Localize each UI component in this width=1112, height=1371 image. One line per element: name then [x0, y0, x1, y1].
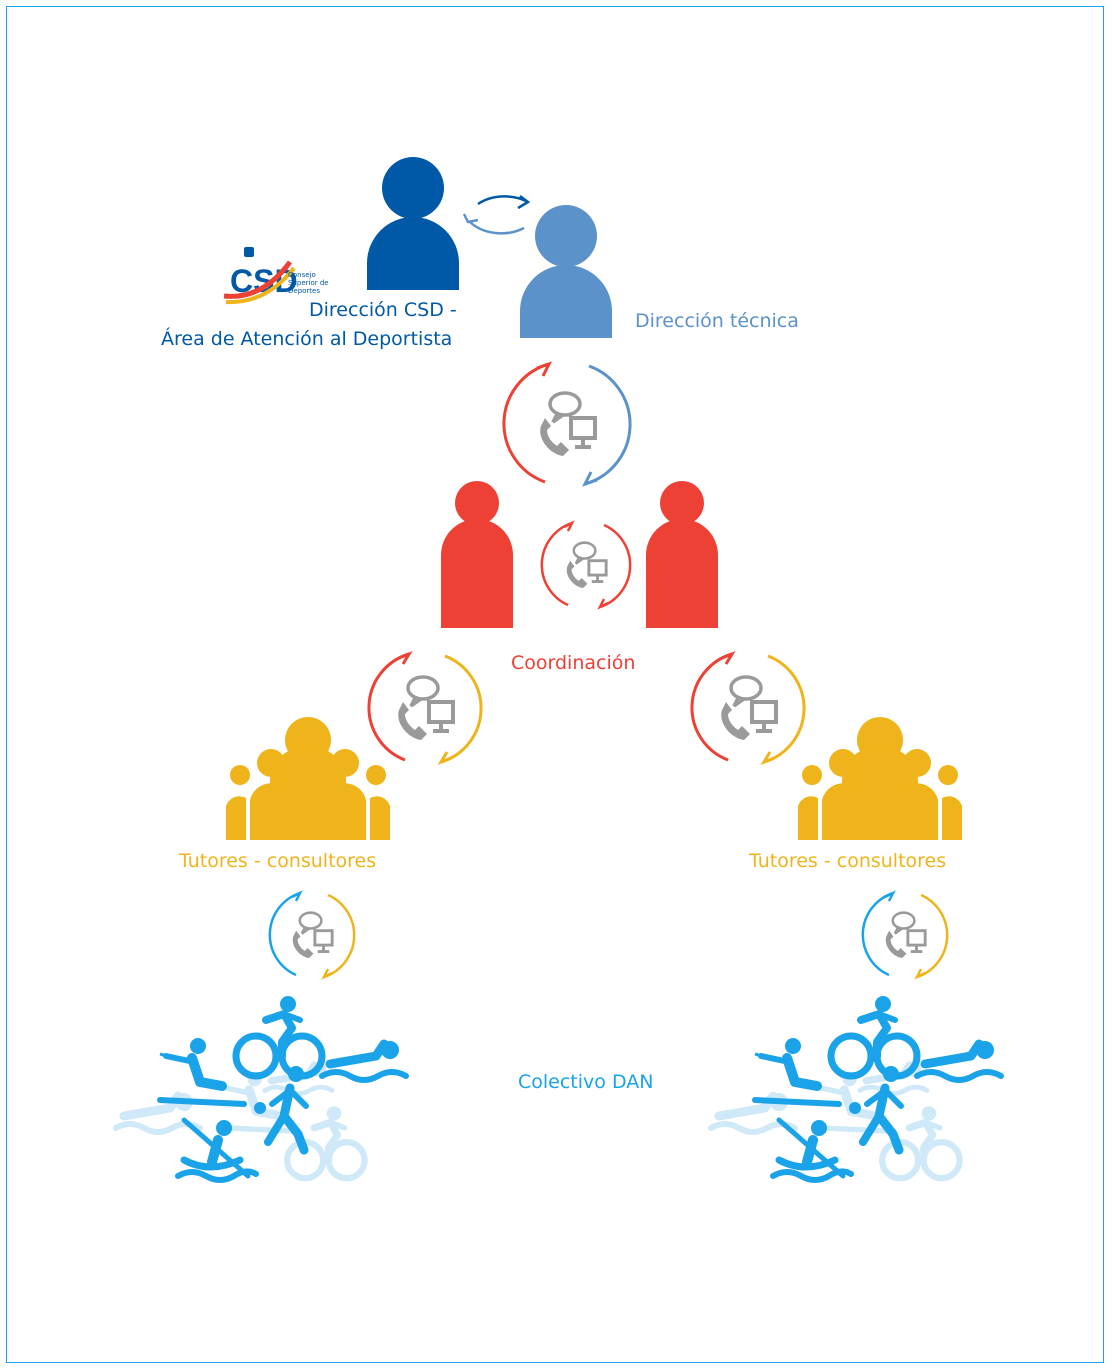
colectivo-dan-label: Colectivo DAN [518, 1071, 653, 1093]
csd-logo-line2: Superior de [288, 279, 329, 287]
phone-chat-monitor-icon [396, 675, 455, 742]
coordination-cycle-icon [540, 520, 632, 610]
csd-logo-line1: Consejo [288, 271, 316, 279]
coordinator-left-figure [441, 481, 513, 628]
csd-logo-line3: Deportes [288, 287, 320, 295]
tutors-right-label: Tutores - consultores [748, 850, 946, 872]
communication-cycle-right-icon [690, 650, 806, 766]
csd-director-figure [367, 157, 459, 290]
swap-arrows-icon [462, 195, 531, 235]
communication-cycle-tutor-left-icon [268, 890, 356, 980]
page-frame [6, 6, 1104, 1363]
athletes-right-icon [711, 996, 1001, 1180]
technical-direction-label: Dirección técnica [635, 310, 799, 332]
communication-cycle-icon [502, 361, 632, 487]
coordinator-right-figure [646, 481, 718, 628]
tutors-left-label: Tutores - consultores [178, 850, 376, 872]
tutors-right-group-icon [798, 717, 962, 840]
tutors-left-group-icon [226, 717, 390, 840]
csd-logo: CSD Consejo Superior de Deportes [223, 247, 329, 305]
phone-chat-monitor-icon [538, 391, 597, 458]
phone-chat-monitor-icon [719, 675, 778, 742]
technical-director-figure [520, 205, 612, 338]
communication-cycle-tutor-right-icon [861, 890, 949, 980]
phone-chat-monitor-icon [884, 911, 927, 960]
phone-chat-monitor-icon [291, 911, 334, 960]
csd-direction-label-line2: Área de Atención al Deportista [161, 327, 452, 350]
communication-cycle-left-icon [367, 650, 483, 766]
csd-direction-label-line1: Dirección CSD - [309, 299, 457, 321]
athletes-left-icon [116, 996, 406, 1180]
phone-chat-monitor-icon [565, 541, 608, 590]
coordination-label: Coordinación [511, 652, 635, 674]
